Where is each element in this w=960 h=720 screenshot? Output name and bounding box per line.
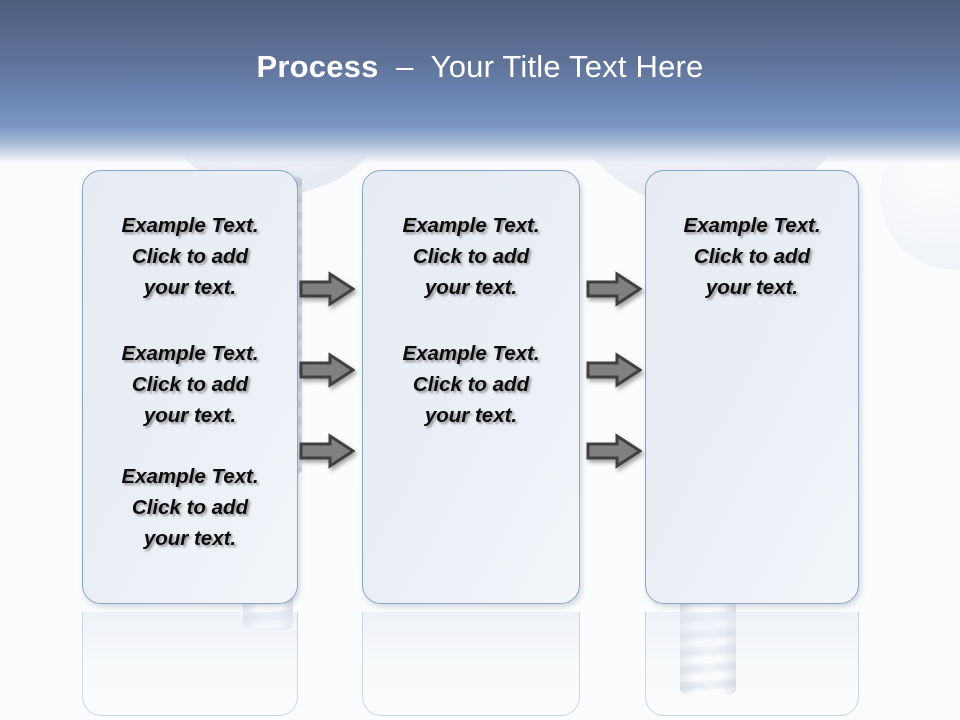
title-band [0,0,960,163]
process-box-1-reflection [82,612,298,716]
process-box-2-text-2[interactable]: Example Text. Click to add your text. [402,342,540,427]
process-box-1[interactable]: Example Text. Click to add your text. Ex… [82,170,298,604]
process-box-3-text-1[interactable]: Example Text. Click to add your text. [683,214,821,299]
process-box-2-reflection [362,612,580,716]
process-box-1-text-3[interactable]: Example Text. Click to add your text. [121,465,259,550]
arrow-right-icon-4[interactable] [586,271,642,307]
process-box-1-text-2[interactable]: Example Text. Click to add your text. [121,342,259,427]
process-box-3[interactable]: Example Text. Click to add your text. [645,170,859,604]
arrow-right-icon-5[interactable] [586,352,642,388]
process-box-2[interactable]: Example Text. Click to add your text. Ex… [362,170,580,604]
process-box-3-reflection [645,612,859,716]
arrow-right-icon-1[interactable] [299,271,355,307]
arrow-right-icon-2[interactable] [299,352,355,388]
arrow-right-icon-6[interactable] [586,433,642,469]
page-title-strong: Process [256,49,379,84]
arrow-right-icon-3[interactable] [299,433,355,469]
page-title-rest: – Your Title Text Here [378,49,704,84]
process-box-1-text-1[interactable]: Example Text. Click to add your text. [121,214,259,299]
process-box-2-text-1[interactable]: Example Text. Click to add your text. [402,214,540,299]
page-title: Process – Your Title Text Here [0,48,960,86]
